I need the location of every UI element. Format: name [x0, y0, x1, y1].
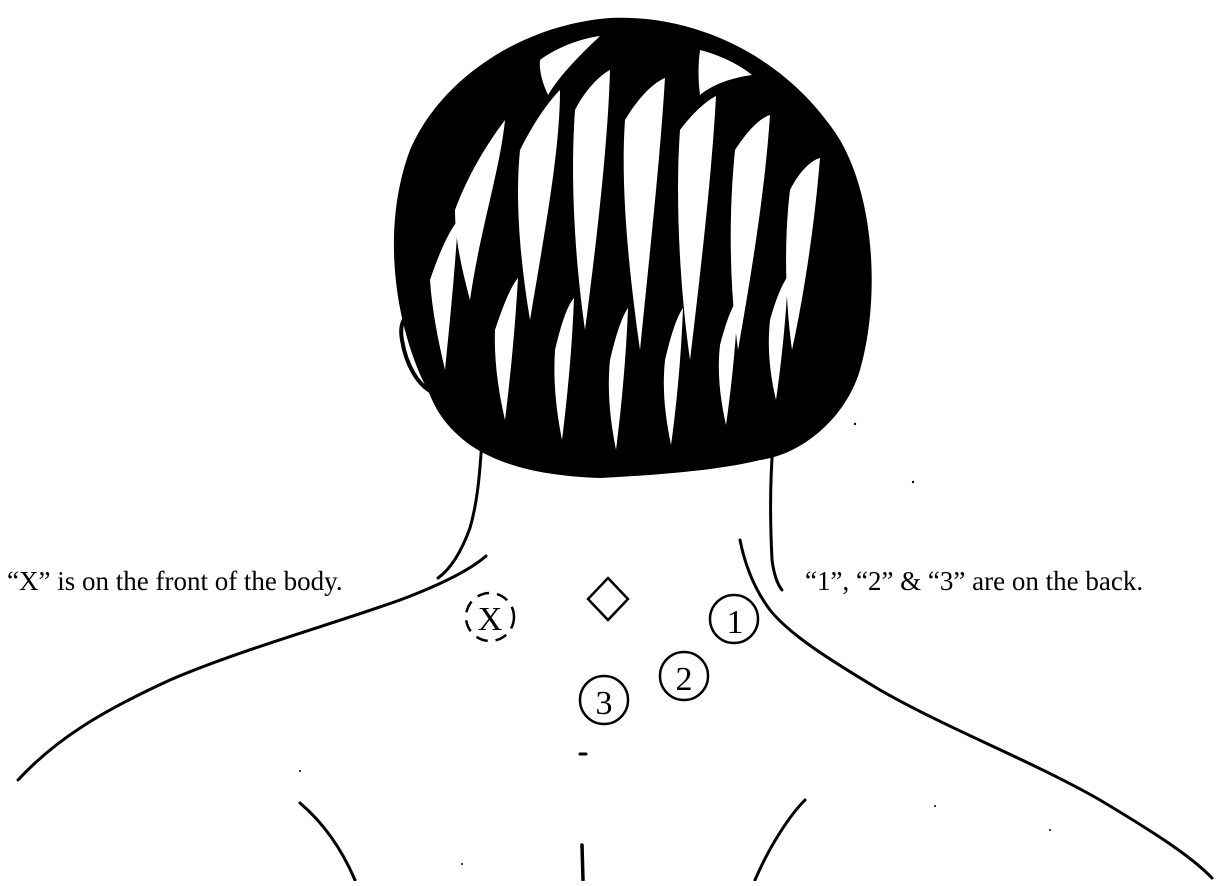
hair: [394, 18, 872, 478]
marker-3-label: 3: [596, 685, 613, 722]
marker-3: 3: [580, 676, 628, 724]
diamond-marker: [588, 578, 628, 620]
marker-2-label: 2: [676, 661, 693, 698]
front-note: “X” is on the front of the body.: [7, 568, 343, 595]
back-note: “1”, “2” & “3” are on the back.: [805, 568, 1143, 595]
marker-1-label: 1: [727, 604, 744, 641]
marker-x: X: [466, 593, 514, 641]
specks: [299, 423, 1051, 865]
marker-2: 2: [660, 652, 708, 700]
marker-x-label: X: [478, 601, 503, 638]
marker-1: 1: [710, 595, 758, 643]
body-outline: [18, 440, 1212, 880]
